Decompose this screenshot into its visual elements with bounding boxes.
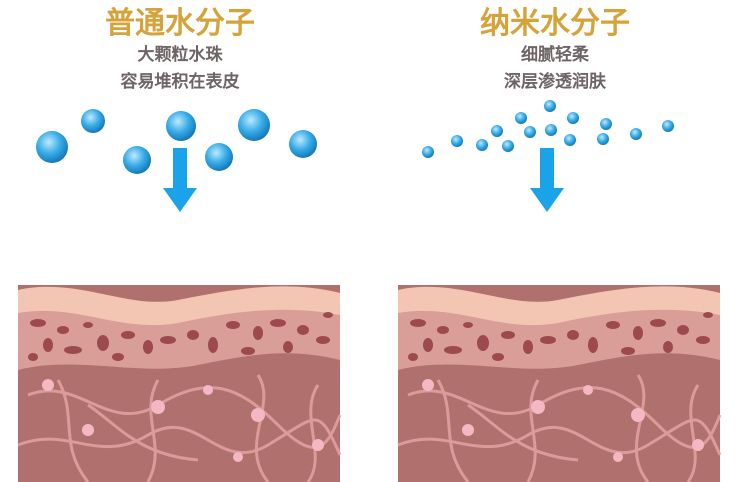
left-down-arrow-icon: [163, 148, 197, 212]
left-title: 普通水分子: [105, 6, 255, 41]
right-line-1: 细腻轻柔: [521, 45, 589, 65]
right-caption: 纳米水分子 细腻轻柔 深层渗透润肤: [370, 0, 739, 96]
nano-water-droplets: [422, 100, 674, 158]
left-skin-cross-section: [16, 283, 342, 482]
left-caption: 普通水分子 大颗粒水珠 容易堆积在表皮: [0, 0, 365, 96]
large-water-droplets: [36, 109, 317, 174]
left-line-2: 容易堆积在表皮: [120, 72, 240, 92]
right-skin-cross-section: [396, 283, 722, 482]
right-title: 纳米水分子: [480, 6, 630, 41]
right-line-2: 深层渗透润肤: [504, 72, 606, 92]
left-line-1: 大颗粒水珠: [137, 45, 223, 65]
right-down-arrow-icon: [530, 148, 564, 212]
